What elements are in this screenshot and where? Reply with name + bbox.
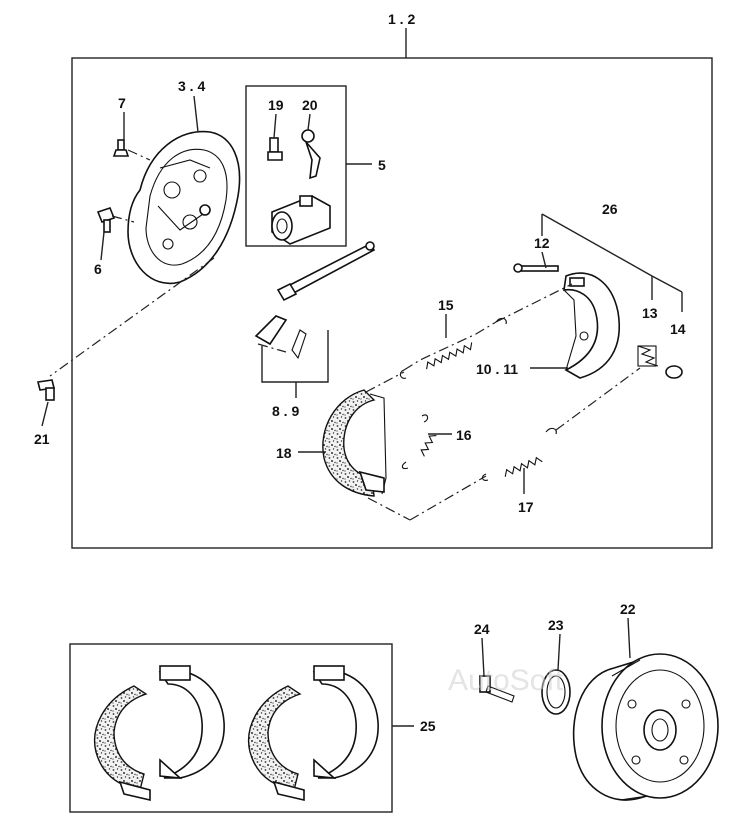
- label-10-11: 10 . 11: [476, 361, 518, 377]
- bleeder-screw-19: [267, 137, 283, 161]
- label-12: 12: [534, 235, 550, 251]
- shoe-kit-shoe-1: [94, 685, 151, 802]
- label-22: 22: [620, 601, 636, 617]
- label-assembly: 1 . 2: [388, 11, 415, 27]
- label-18: 18: [276, 445, 292, 461]
- label-8-9: 8 . 9: [272, 403, 299, 419]
- brake-drum-22: [572, 653, 719, 801]
- spring-13: [637, 345, 659, 367]
- label-26: 26: [602, 201, 618, 217]
- brake-shoe-18: [322, 389, 387, 497]
- cap-20: [301, 129, 321, 180]
- label-6: 6: [94, 261, 102, 277]
- shoe-kit-shoe-2: [158, 665, 225, 780]
- shoe-kit-shoe-3: [248, 685, 305, 802]
- shoe-kit-box: [69, 643, 414, 813]
- label-25: 25: [420, 718, 436, 734]
- assembly-frame: [71, 28, 713, 549]
- label-17: 17: [518, 499, 534, 515]
- label-19: 19: [268, 97, 284, 113]
- adjuster-strut: [276, 241, 376, 302]
- shoe-kit-shoe-4: [312, 665, 379, 780]
- label-24: 24: [474, 621, 490, 637]
- label-7: 7: [118, 95, 126, 111]
- label-backing-plate: 3 . 4: [178, 78, 205, 94]
- label-5: 5: [378, 157, 386, 173]
- spring-16: [401, 414, 437, 470]
- bolt-21: [37, 379, 55, 401]
- wheel-bolt-24: [479, 675, 515, 703]
- watermark: AutoSoft: [448, 664, 564, 697]
- spring-17: [481, 427, 557, 481]
- label-20: 20: [302, 97, 318, 113]
- label-15: 15: [438, 297, 454, 313]
- label-16: 16: [456, 427, 472, 443]
- pin-12: [513, 263, 559, 273]
- label-23: 23: [548, 617, 564, 633]
- lever-8-9: [254, 315, 329, 398]
- label-13: 13: [642, 305, 658, 321]
- backing-plate: [127, 130, 241, 285]
- bracket-26: [541, 213, 683, 312]
- return-spring-15: [399, 317, 507, 379]
- label-21: 21: [34, 431, 50, 447]
- cup-14: [665, 365, 683, 379]
- bolt-7: [112, 139, 130, 157]
- label-14: 14: [670, 321, 686, 337]
- ring-23: [541, 669, 571, 715]
- wheel-cylinder: [271, 195, 331, 245]
- wheel-cylinder-group: [245, 85, 372, 247]
- brake-shoe-10-11: [563, 272, 620, 379]
- bolt-6: [96, 207, 116, 233]
